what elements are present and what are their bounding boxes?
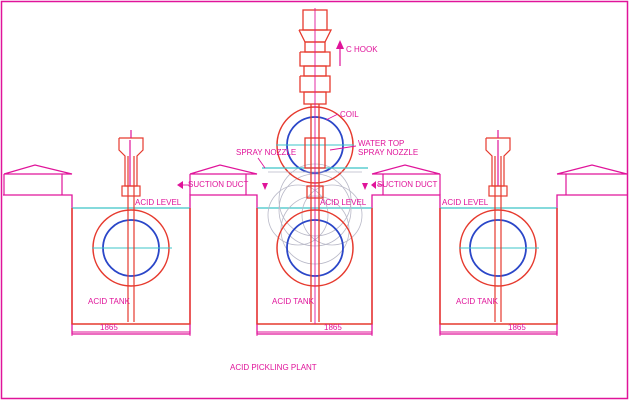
coil-left — [92, 209, 172, 287]
label-acid-level-center: ACID LEVEL — [320, 198, 367, 207]
up-arrow-icon — [336, 40, 344, 66]
coil-right — [459, 209, 539, 287]
drawing-title: ACID PICKLING PLANT — [230, 363, 317, 372]
label-suction-duct-left: SUCTION DUCT — [188, 180, 249, 189]
label-water-top: WATER TOP — [358, 139, 404, 148]
suction-duct-hood-left — [189, 164, 258, 195]
label-coil: COIL — [340, 110, 359, 119]
label-spray-nozzle: SPRAY NOZZLE — [236, 148, 296, 157]
label-acid-tank-center: ACID TANK — [272, 297, 315, 306]
dimension-left: 1865 — [100, 323, 118, 332]
roof-left — [3, 164, 73, 195]
acid-tank-left — [71, 208, 191, 325]
acid-tank-center — [256, 208, 373, 325]
label-suction-duct-right: SUCTION DUCT — [377, 180, 438, 189]
label-acid-tank-right: ACID TANK — [456, 297, 499, 306]
label-water-top-spray-nozzle: SPRAY NOZZLE — [358, 148, 418, 157]
dimension-lines — [71, 324, 558, 336]
dimension-center: 1865 — [324, 323, 342, 332]
hook-left — [118, 130, 144, 322]
ground-outline — [3, 194, 627, 335]
arrow-markers — [177, 181, 376, 190]
label-acid-level-left: ACID LEVEL — [135, 198, 182, 207]
label-acid-level-right: ACID LEVEL — [442, 198, 489, 207]
suction-duct-hood-right — [371, 164, 441, 195]
acid-tank-right — [439, 208, 558, 325]
leader-lines — [182, 113, 384, 186]
label-c-hook: C HOOK — [346, 45, 378, 54]
hook-right — [485, 130, 511, 322]
roof-right — [556, 164, 628, 195]
label-acid-tank-left: ACID TANK — [88, 297, 131, 306]
dimension-right: 1865 — [508, 323, 526, 332]
